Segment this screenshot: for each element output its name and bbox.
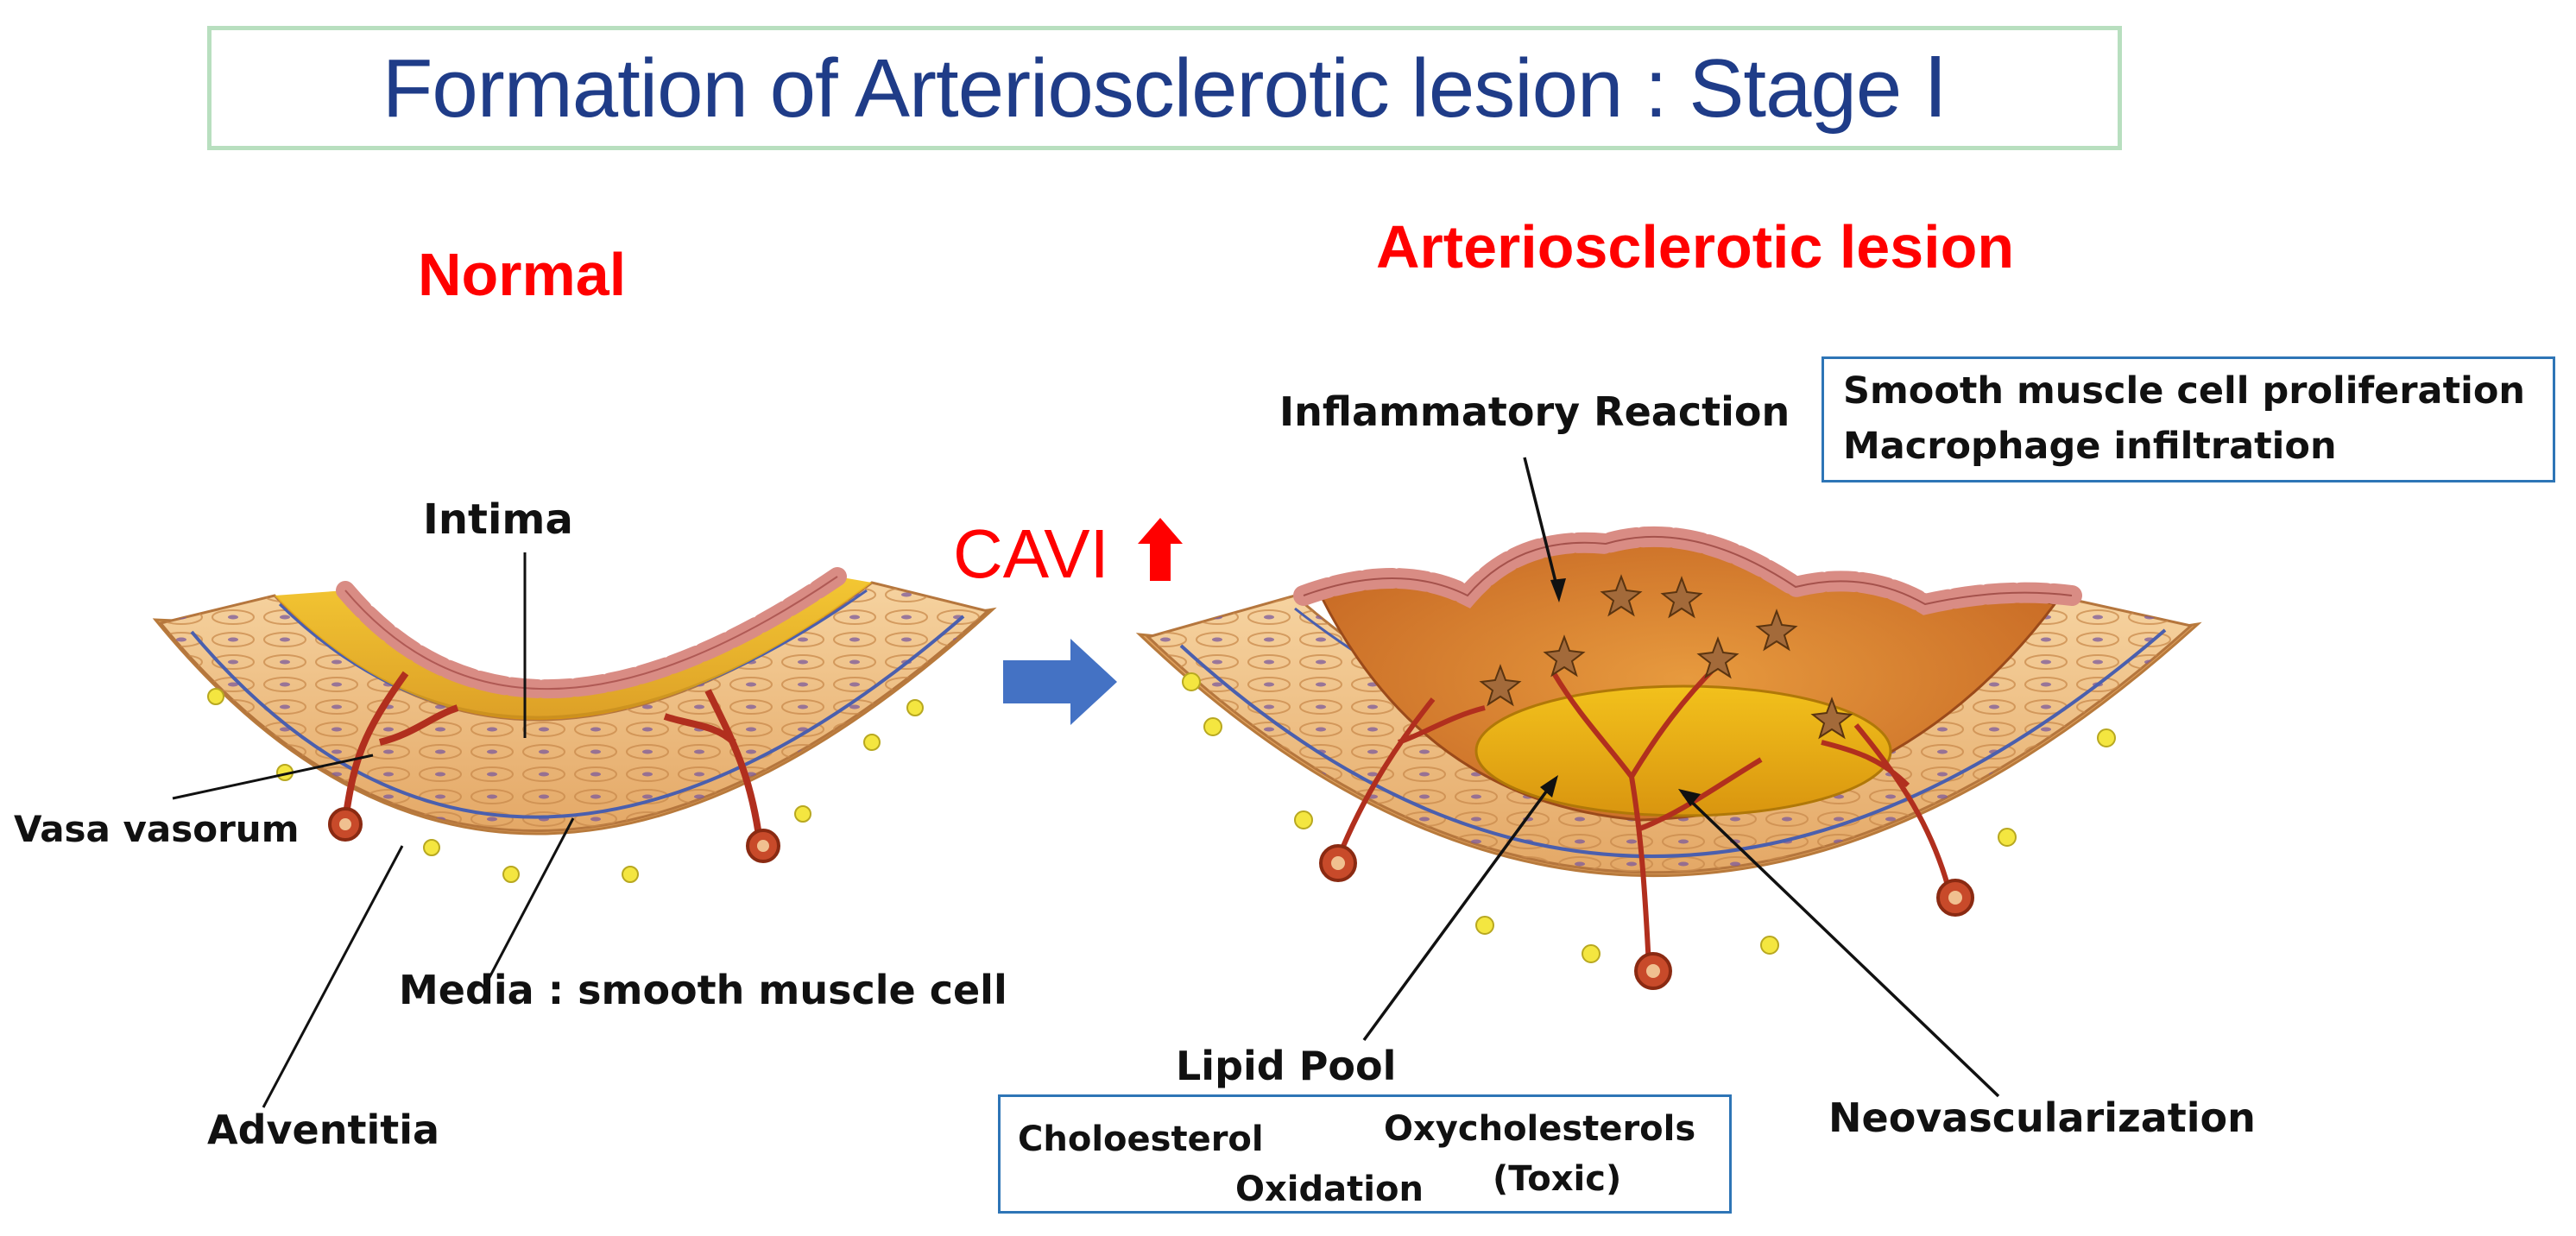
oxycholesterols-text: Oxycholesterols [1384, 1109, 1696, 1149]
oxidation-text: Oxidation [1235, 1170, 1424, 1209]
inflammation-detail-box: Smooth muscle cell proliferation Macroph… [1822, 356, 2555, 482]
neovascularization-label: Neovascularization [1828, 1094, 2256, 1141]
toxic-text: (Toxic) [1493, 1159, 1622, 1199]
page-title: Formation of Arteriosclerotic lesion : S… [382, 42, 1948, 135]
cavi-label: CAVI [953, 515, 1109, 592]
cavi-up-arrow [1138, 518, 1183, 581]
inflammatory-reaction-label: Inflammatory Reaction [1279, 388, 1790, 435]
cholesterol-text: Choloesterol [1018, 1119, 1264, 1159]
normal-heading: Normal [418, 241, 627, 308]
lipid-pool-label: Lipid Pool [1176, 1043, 1397, 1089]
smooth-muscle-proliferation-text: Smooth muscle cell proliferation [1843, 369, 2526, 413]
title-box: Formation of Arteriosclerotic lesion : S… [207, 26, 2122, 150]
lesion-artery-illustration [1135, 526, 2202, 990]
vasa-vasorum-label: Vasa vasorum [14, 808, 300, 850]
normal-artery-illustration [152, 567, 997, 883]
macrophage-infiltration-text: Macrophage infiltration [1843, 425, 2337, 468]
transition-arrow [1003, 639, 1117, 725]
media-label: Media : smooth muscle cell [399, 967, 1007, 1013]
adventitia-label: Adventitia [207, 1107, 440, 1153]
intima-label: Intima [423, 495, 573, 544]
cholesterol-oxidation-box: Choloesterol Oxycholesterols (Toxic) Oxi… [998, 1094, 1732, 1214]
lesion-heading: Arteriosclerotic lesion [1376, 213, 2015, 281]
